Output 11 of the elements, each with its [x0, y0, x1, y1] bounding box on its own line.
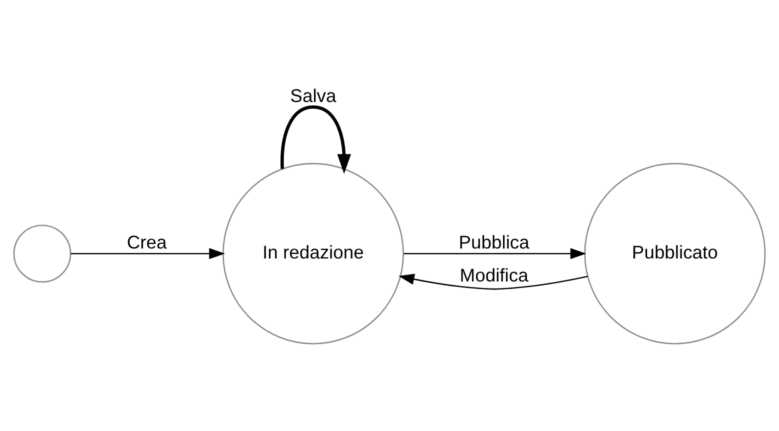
- arrow: [398, 274, 588, 290]
- node-circle: In redazione: [222, 162, 404, 344]
- edge-label: Crea: [126, 232, 167, 253]
- edge-label: Modifica: [460, 264, 528, 286]
- arrow: [404, 248, 586, 260]
- node-circle: Pubblicato: [584, 162, 766, 344]
- arrow: [70, 248, 225, 260]
- edge-label: Salva: [290, 84, 336, 106]
- arrow: [280, 105, 352, 174]
- node-circle: [13, 224, 72, 283]
- edge-label: Pubblica: [458, 232, 530, 253]
